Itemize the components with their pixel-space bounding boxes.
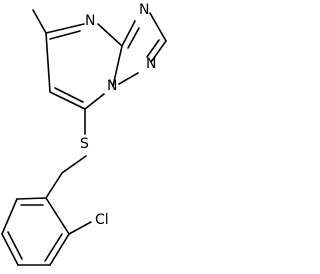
triazole-ring	[118, 12, 167, 85]
bond-ar6-ar1	[16, 197, 47, 200]
atom-label-n-triazole-right: N	[146, 56, 156, 72]
bond-ar2-ar3	[49, 233, 70, 266]
bond-s-ch2	[61, 155, 87, 174]
bond-ch2-aryl	[45, 172, 63, 199]
bond-n3-c2	[149, 12, 167, 42]
atom-label-n-triazole-top: N	[139, 2, 149, 18]
bond-ar2-cl	[68, 221, 92, 235]
bond-n8-c7	[84, 93, 105, 110]
bond-n4-c3a	[97, 23, 123, 47]
atom-label-sulfur: S	[80, 136, 89, 152]
bond-ar2-ar3-double	[44, 233, 63, 262]
atom-label-chlorine: Cl	[95, 212, 109, 228]
bond-c5-n4-double	[49, 30, 81, 40]
atom-label-n-bridgehead: N	[107, 78, 117, 94]
bond-ar5-ar6	[1, 198, 18, 235]
bond-c6-c5	[45, 32, 51, 93]
bond-c5-n4	[45, 23, 85, 34]
bond-c2-n1-double	[146, 39, 160, 58]
bond-c2-n1	[150, 40, 167, 63]
bond-c3a-n3-double	[127, 27, 140, 49]
benzene-ring	[1, 197, 70, 266]
bond-n1-n8	[118, 72, 139, 85]
bond-c3a-n8	[112, 45, 123, 87]
bond-ar4-ar5-double	[7, 231, 23, 260]
methyl-bond	[32, 9, 47, 34]
bond-ar4-ar5	[1, 233, 19, 266]
bond-ar1-ar2	[45, 197, 70, 235]
bond-c7-c6-double	[54, 87, 84, 103]
chemical-structure-diagram: N N N N S Cl	[1, 2, 167, 266]
bond-c3a-n3	[121, 20, 136, 47]
pyrimidine-ring	[45, 23, 123, 110]
bond-c7-c6	[49, 91, 86, 110]
atom-label-n-pyrimidine: N	[85, 13, 95, 29]
